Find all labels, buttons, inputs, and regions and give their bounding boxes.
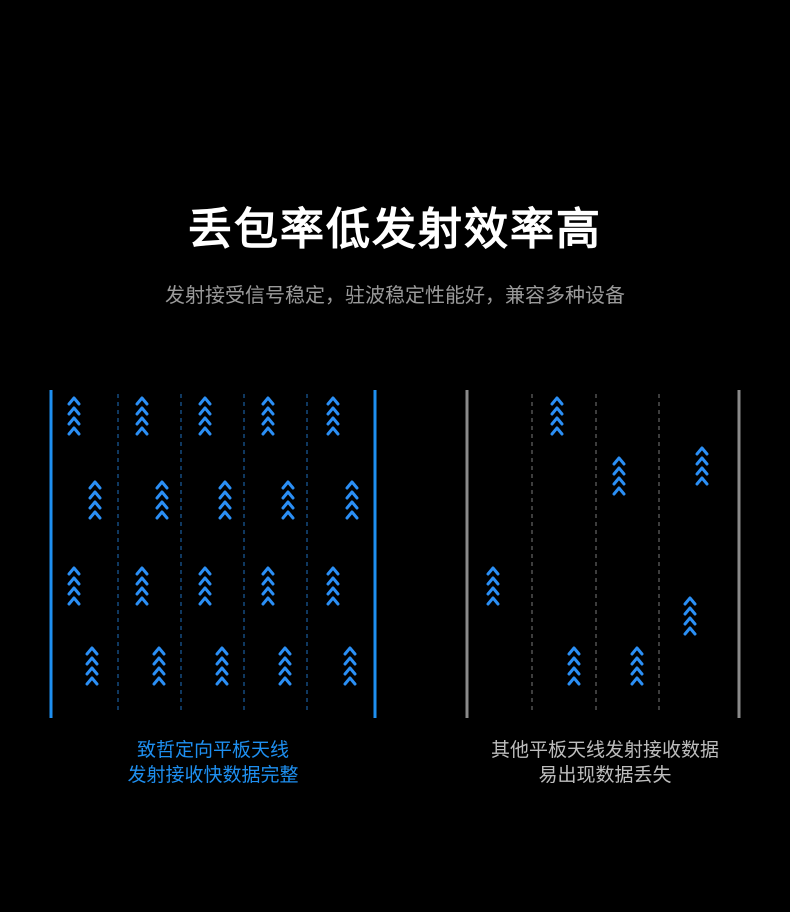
signal-arrow-icon — [135, 566, 149, 606]
other-antenna-signal-panel — [464, 390, 742, 718]
signal-arrow-icon — [345, 480, 359, 520]
signal-arrow-icon — [630, 646, 644, 686]
zhizhe-antenna-signal-panel — [48, 390, 378, 718]
signal-arrow-icon — [152, 646, 166, 686]
zhizhe-signal-diagram — [49, 390, 377, 718]
signal-arrow-icon — [67, 396, 81, 436]
signal-arrow-icon — [278, 646, 292, 686]
signal-arrow-icon — [67, 566, 81, 606]
other-antenna-caption: 其他平板天线发射接收数据 易出现数据丢失 — [455, 738, 755, 788]
signal-arrow-icon — [155, 480, 169, 520]
zhizhe-caption-line-1: 致哲定向平板天线 — [136, 739, 289, 761]
signal-arrow-icon — [695, 446, 709, 486]
zhizhe-caption-line-2: 发射接收快数据完整 — [127, 764, 299, 786]
signal-arrow-icon — [88, 480, 102, 520]
signal-arrow-icon — [261, 566, 275, 606]
page-title: 丢包率低发射效率高 — [188, 204, 602, 255]
signal-arrow-icon — [567, 646, 581, 686]
signal-arrow-icon — [215, 646, 229, 686]
zhizhe-antenna-caption: 致哲定向平板天线 发射接收快数据完整 — [58, 738, 368, 788]
signal-arrow-icon — [218, 480, 232, 520]
signal-arrow-icon — [550, 396, 564, 436]
signal-arrow-icon — [198, 396, 212, 436]
signal-arrow-icon — [326, 566, 340, 606]
other-signal-diagram — [465, 390, 741, 718]
signal-arrow-icon — [343, 646, 357, 686]
signal-arrow-icon — [198, 566, 212, 606]
page-subtitle: 发射接受信号稳定，驻波稳定性能好，兼容多种设备 — [165, 283, 625, 307]
signal-arrow-icon — [281, 480, 295, 520]
signal-arrow-icon — [486, 566, 500, 606]
signal-arrow-icon — [261, 396, 275, 436]
other-caption-line-1: 其他平板天线发射接收数据 — [490, 739, 719, 761]
signal-arrow-icon — [135, 396, 149, 436]
signal-arrow-icon — [326, 396, 340, 436]
signal-arrow-icon — [612, 456, 626, 496]
other-caption-line-2: 易出现数据丢失 — [538, 764, 672, 786]
signal-arrow-icon — [85, 646, 99, 686]
signal-arrow-icon — [683, 596, 697, 636]
